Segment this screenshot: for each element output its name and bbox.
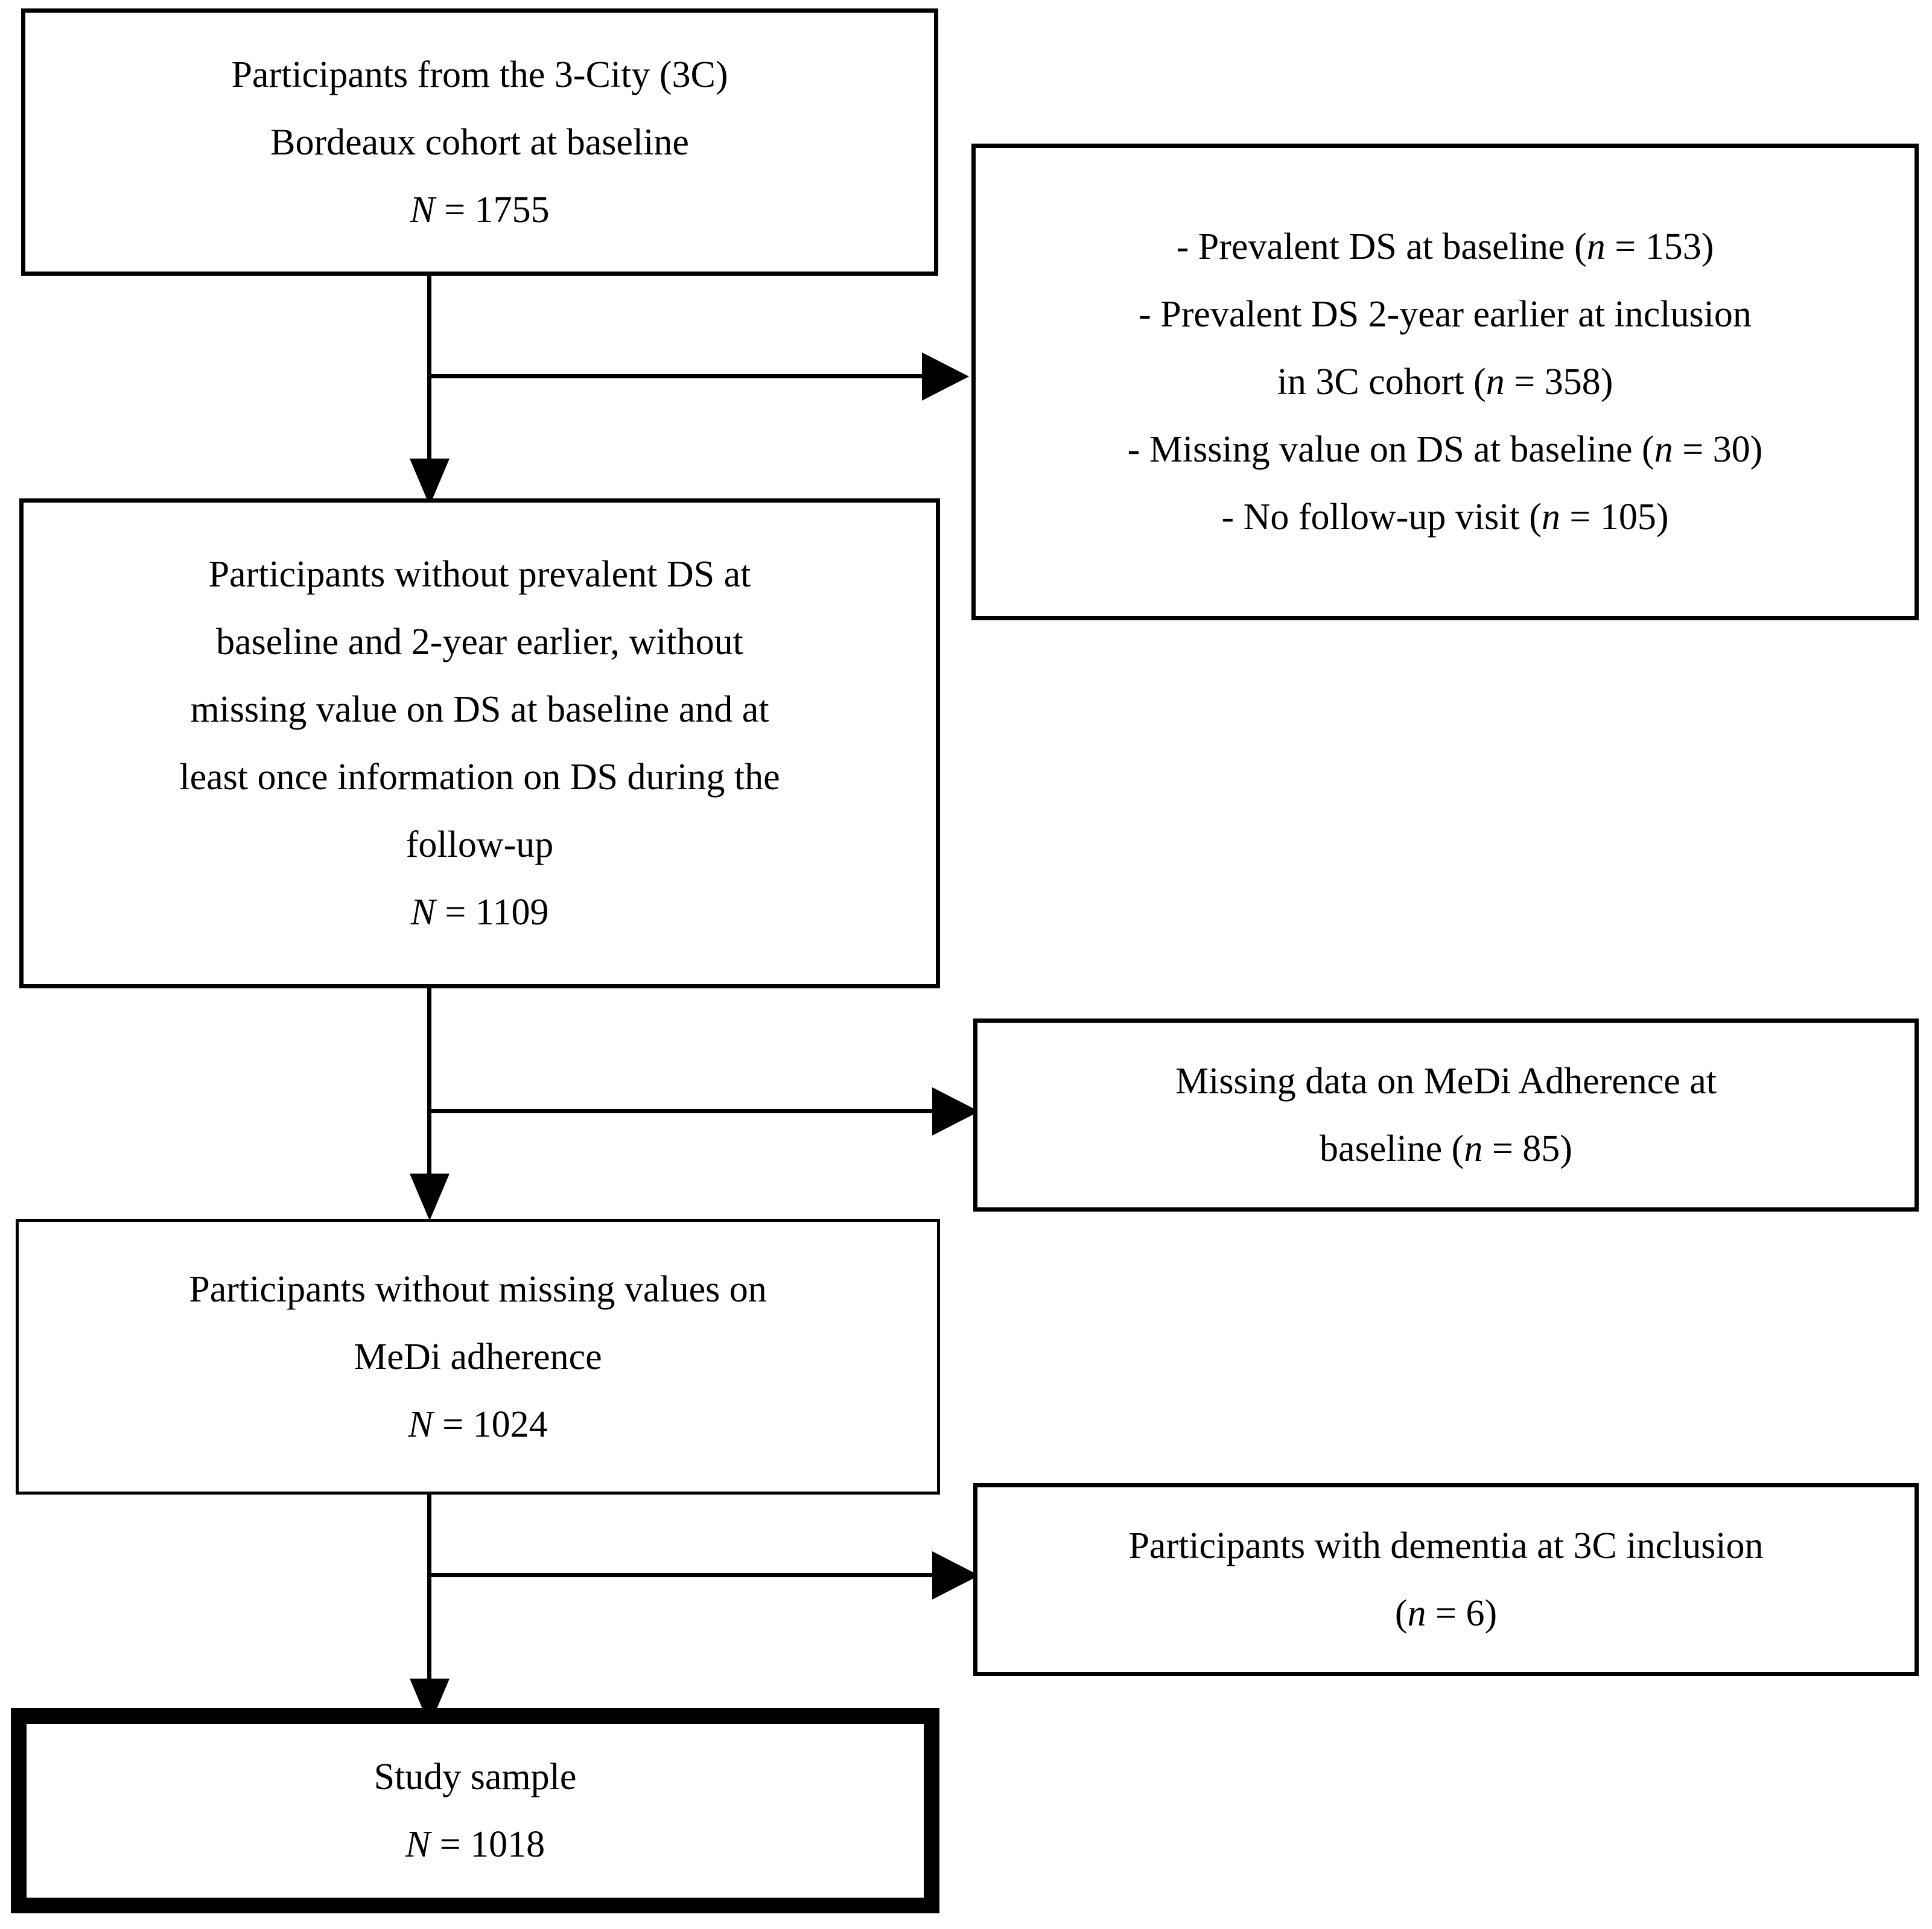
exclusion-item-1-text: - Prevalent DS at baseline ( [1176, 226, 1587, 267]
exclusion-item-2-text2: in 3C cohort ( [1277, 361, 1486, 402]
n-equals: = [1504, 361, 1545, 402]
connector-branch-2 [427, 1109, 937, 1113]
exclusion-item-3-text: - Missing value on DS at baseline ( [1127, 429, 1654, 470]
exclusions-medi-line1: Missing data on MeDi Adherence at [1175, 1061, 1717, 1102]
exclusion-item-1: - Prevalent DS at baseline (n = 153) [1144, 213, 1747, 281]
n-value: 30 [1712, 429, 1750, 470]
arrow-without-prevalent-ds-to-medi [410, 1174, 450, 1221]
without-missing-medi-line1: Participants without missing values on [189, 1268, 767, 1310]
n-symbol: n [1654, 429, 1673, 470]
without-missing-medi-box: Participants without missing values on M… [16, 1219, 940, 1495]
exclusions-medi-line2: baseline (n = 85) [1287, 1115, 1605, 1183]
n-equals: = [430, 1824, 471, 1865]
connector-branch-3 [427, 1573, 937, 1577]
baseline-cohort-box: Participants from the 3-City (3C) Bordea… [21, 8, 938, 276]
n-value: 1018 [470, 1824, 545, 1865]
study-sample-count: N = 1018 [405, 1811, 545, 1878]
without-prevalent-ds-line4: least once information on DS during the [179, 757, 780, 798]
exclusions-dementia-line2: (n = 6) [1362, 1580, 1530, 1647]
n-symbol: n [1407, 1593, 1426, 1634]
exclusions-dementia-box: Participants with dementia at 3C inclusi… [973, 1483, 1919, 1676]
n-equals: = [1560, 497, 1600, 538]
n-value: 1024 [472, 1403, 548, 1445]
exclusion-item-4-text: - No follow-up visit ( [1221, 497, 1542, 538]
n-equals: = [435, 892, 475, 933]
connector-stem-3 [427, 1495, 431, 1700]
n-value: 1755 [474, 189, 550, 230]
exclusions-baseline-box: - Prevalent DS at baseline (n = 153) - P… [971, 144, 1919, 620]
n-value: 358 [1544, 361, 1601, 402]
arrow-branch-to-exclusions-1 [922, 352, 969, 401]
n-equals: = [1673, 429, 1713, 470]
without-prevalent-ds-line5: follow-up [405, 824, 554, 865]
study-sample-box: Study sample N = 1018 [11, 1708, 939, 1913]
n-equals: = [1482, 1128, 1523, 1169]
exclusions-medi-box: Missing data on MeDi Adherence at baseli… [973, 1019, 1919, 1212]
n-value: 153 [1645, 226, 1702, 267]
without-prevalent-ds-count: N = 1109 [410, 879, 548, 946]
n-equals: = [433, 1403, 473, 1445]
baseline-cohort-count: N = 1755 [410, 176, 549, 244]
exclusion-item-4: - No follow-up visit (n = 105) [1189, 483, 1701, 551]
n-symbol: n [1541, 497, 1560, 538]
without-missing-medi-line2: MeDi adherence [354, 1336, 602, 1378]
exclusions-dementia-line1: Participants with dementia at 3C inclusi… [1128, 1525, 1764, 1566]
without-prevalent-ds-line3: missing value on DS at baseline and at [190, 689, 769, 730]
n-value: 105 [1600, 497, 1656, 538]
paren-close: ) [1656, 497, 1669, 538]
paren-close: ) [1701, 226, 1714, 267]
arrow-branch-to-exclusions-2 [932, 1087, 979, 1136]
arrow-branch-to-exclusions-3 [932, 1551, 979, 1600]
without-missing-medi-count: N = 1024 [408, 1391, 547, 1458]
baseline-cohort-line2: Bordeaux cohort at baseline [270, 121, 689, 163]
paren-open: ( [1394, 1593, 1408, 1634]
n-value: 6 [1466, 1593, 1485, 1634]
study-sample-label: Study sample [373, 1756, 577, 1797]
paren-close: ) [1600, 361, 1613, 402]
n-value: 1109 [475, 892, 549, 933]
paren-close: ) [1560, 1128, 1572, 1169]
paren-close: ) [1750, 429, 1763, 470]
n-symbol: n [1486, 361, 1505, 402]
without-prevalent-ds-box: Participants without prevalent DS at bas… [19, 498, 940, 988]
without-prevalent-ds-line2: baseline and 2-year earlier, without [216, 621, 743, 663]
exclusion-item-2-line2: in 3C cohort (n = 358) [1245, 348, 1646, 416]
n-symbol: n [1464, 1128, 1483, 1169]
paren-close: ) [1484, 1593, 1498, 1634]
n-symbol: N [410, 189, 435, 230]
n-equals: = [1605, 226, 1645, 267]
n-symbol: N [408, 1403, 433, 1445]
n-symbol: n [1586, 226, 1606, 267]
baseline-cohort-line1: Participants from the 3-City (3C) [231, 54, 728, 95]
exclusion-item-3: - Missing value on DS at baseline (n = 3… [1095, 416, 1796, 483]
connector-branch-1 [427, 374, 927, 378]
exclusions-medi-line2-prefix: baseline ( [1320, 1128, 1464, 1169]
n-symbol: N [405, 1824, 431, 1865]
connector-stem-2 [427, 988, 431, 1192]
n-symbol: N [410, 892, 436, 933]
n-equals: = [1426, 1593, 1466, 1634]
n-value: 85 [1522, 1128, 1560, 1169]
without-prevalent-ds-line1: Participants without prevalent DS at [208, 554, 751, 595]
arrow-cohort-to-without-prevalent-ds [410, 459, 450, 506]
exclusion-item-2-line1: - Prevalent DS 2-year earlier at inclusi… [1139, 294, 1752, 335]
n-equals: = [434, 189, 475, 230]
